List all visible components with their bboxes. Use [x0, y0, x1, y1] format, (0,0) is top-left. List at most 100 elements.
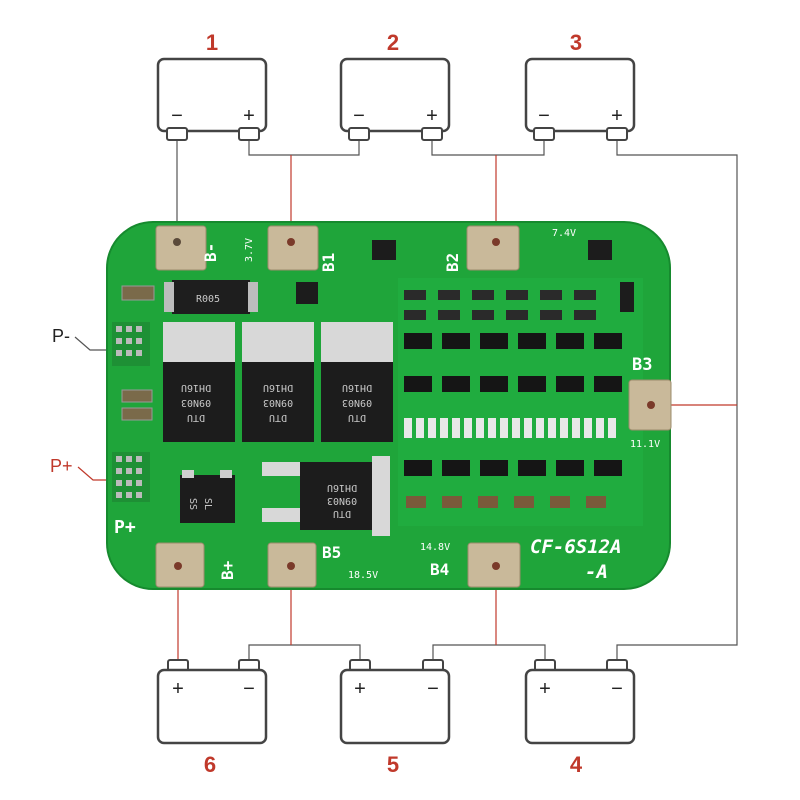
battery-6: + − 6 — [156, 659, 268, 777]
p-minus-label: P- — [52, 326, 70, 346]
diode-line: SL — [202, 498, 213, 510]
pad-b2 — [466, 225, 520, 271]
mosfet-1: DH16U 09N03 DTU — [163, 322, 235, 442]
resistor-terminal — [248, 282, 258, 312]
silk-b-plus: B+ — [218, 560, 237, 580]
wire-b3 — [616, 140, 738, 660]
smd-capacitor — [121, 407, 153, 421]
diode-terminal — [220, 470, 232, 478]
mosfet-2: DH16U 09N03 DTU — [242, 322, 314, 442]
silk-11v1: 11.1V — [630, 439, 660, 450]
pad-hole — [174, 562, 182, 570]
negative-symbol: − — [243, 678, 255, 700]
mosfet-line: DH16U — [263, 382, 293, 393]
mosfet-3: DH16U 09N03 DTU — [321, 322, 393, 442]
p-minus-pins — [116, 326, 142, 356]
silk-b5: B5 — [322, 543, 341, 562]
silk-p-plus: P+ — [114, 517, 136, 538]
negative-symbol: − — [538, 105, 550, 127]
silk-3v7: 3.7V — [244, 238, 255, 262]
mosfet-line: 09N03 — [181, 397, 211, 408]
wire-b4 — [432, 644, 546, 660]
battery-number: 6 — [204, 752, 216, 777]
positive-symbol: + — [611, 105, 623, 127]
mosfet-tab — [163, 322, 235, 366]
silk-b3: B3 — [632, 355, 652, 375]
battery-5: + − 5 — [339, 659, 451, 777]
resistor-terminal — [164, 282, 174, 312]
silk-b1: B1 — [319, 253, 338, 272]
negative-terminal — [348, 127, 370, 141]
silk-b-minus: B- — [201, 243, 220, 262]
mosfet-line: DTU — [187, 412, 205, 423]
mosfet-line: DH16U — [327, 482, 357, 493]
mosfet-line: 09N03 — [327, 495, 357, 506]
wire-b1 — [248, 140, 360, 156]
positive-symbol: + — [426, 105, 438, 127]
pad-hole — [173, 238, 181, 246]
negative-symbol: − — [353, 105, 365, 127]
mosfet-tab — [321, 322, 393, 366]
wire-b5 — [248, 644, 361, 660]
positive-terminal — [606, 127, 628, 141]
mosfet-line: DTU — [348, 412, 366, 423]
silk-18v5: 18.5V — [348, 570, 378, 581]
battery-number: 5 — [387, 752, 399, 777]
mosfet-tab — [372, 456, 390, 536]
smd-ic — [588, 240, 612, 260]
positive-symbol: + — [539, 678, 551, 700]
battery-body — [524, 57, 636, 133]
silk-7v4: 7.4V — [552, 228, 576, 239]
diode-terminal — [182, 470, 194, 478]
mosfet-tab — [242, 322, 314, 366]
battery-body — [524, 668, 636, 745]
negative-symbol: − — [611, 678, 623, 700]
shunt-resistor — [172, 280, 250, 314]
battery-number: 3 — [570, 30, 582, 55]
wire-b2 — [431, 140, 545, 156]
battery-number: 1 — [206, 30, 218, 55]
smd-ic — [620, 282, 634, 312]
negative-symbol: − — [171, 105, 183, 127]
negative-terminal — [166, 127, 188, 141]
pad-hole — [492, 562, 500, 570]
mosfet-leg — [262, 508, 300, 522]
mosfet-line: DH16U — [181, 382, 211, 393]
silk-b2: B2 — [443, 253, 462, 272]
resistor-code: R005 — [196, 294, 220, 305]
bms-pcb: B- 3.7V B1 B2 7.4V B3 11.1V B4 14.8V B5 … — [106, 221, 672, 590]
smd-capacitor — [121, 389, 153, 403]
battery-body — [156, 668, 268, 745]
battery-1: 1 − + — [156, 30, 268, 141]
mosfet-line: DTU — [269, 412, 287, 423]
smd-ic — [296, 282, 318, 304]
positive-terminal — [421, 127, 443, 141]
smd-ic — [372, 240, 396, 260]
battery-number: 4 — [570, 752, 583, 777]
pad-hole — [492, 238, 500, 246]
smd-capacitor — [121, 285, 155, 301]
diode-line: SS — [187, 498, 198, 510]
pad-hole — [287, 562, 295, 570]
mosfet-body — [163, 362, 235, 442]
battery-body — [156, 57, 268, 133]
battery-4: + − 4 — [524, 659, 636, 777]
silk-14v8: 14.8V — [420, 542, 450, 553]
mosfet-body — [321, 362, 393, 442]
mosfet-body — [242, 362, 314, 442]
silk-model: CF-6S12A — [530, 536, 622, 558]
battery-3: 3 − + — [524, 30, 636, 141]
negative-terminal — [533, 127, 555, 141]
battery-body — [339, 668, 451, 745]
silk-model-suffix: -A — [585, 561, 608, 583]
mosfet-4: DH16U 09N03 DTU — [262, 456, 390, 536]
mosfet-line: DH16U — [342, 382, 372, 393]
battery-number: 2 — [387, 30, 399, 55]
p-plus-label: P+ — [50, 456, 73, 476]
positive-symbol: + — [172, 678, 184, 700]
mosfet-line: DTU — [333, 508, 351, 519]
mosfet-line: 09N03 — [263, 397, 293, 408]
diode-body — [180, 475, 235, 523]
p-plus-pins — [116, 456, 142, 498]
